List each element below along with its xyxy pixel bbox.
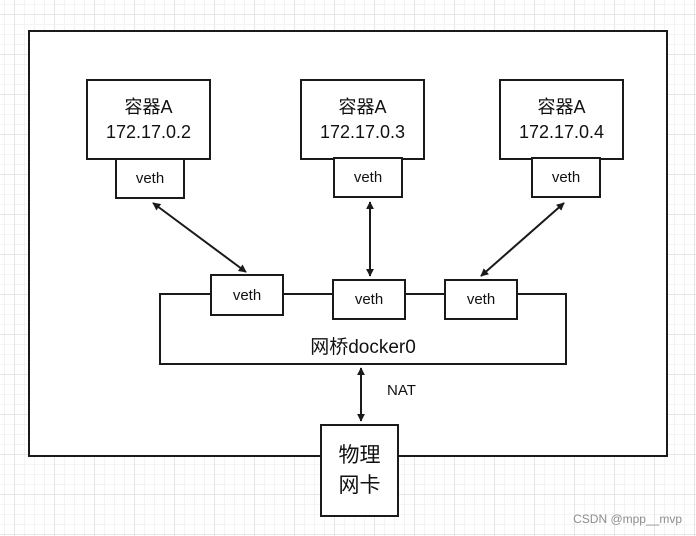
container-ip: 172.17.0.2 [105,122,192,142]
bridge-label: 网桥docker0 [310,337,416,358]
physical-nic: 物理 网卡 [320,424,399,517]
nic-line-1: 物理 [338,444,381,467]
container-name: 容器A [537,97,586,117]
container-3-veth: veth [531,157,601,198]
container-1-veth: veth [115,158,185,199]
bridge-veth-2: veth [332,279,406,320]
container-name: 容器A [124,97,173,117]
container-a-1: 容器A 172.17.0.2 [86,79,211,160]
link-arrow-container1-bridge [152,202,247,273]
bridge-veth-1: veth [210,274,284,316]
container-ip: 172.17.0.4 [518,122,605,142]
container-name: 容器A [338,97,387,117]
nat-label: NAT [387,382,416,399]
link-arrow-container3-bridge [480,202,565,277]
container-ip: 172.17.0.3 [319,122,406,142]
nic-line-2: 网卡 [338,474,381,497]
container-2-veth: veth [333,157,403,198]
container-a-3: 容器A 172.17.0.4 [499,79,624,160]
csdn-watermark: CSDN @mpp__mvp [573,512,682,526]
bridge-veth-3: veth [444,279,518,320]
